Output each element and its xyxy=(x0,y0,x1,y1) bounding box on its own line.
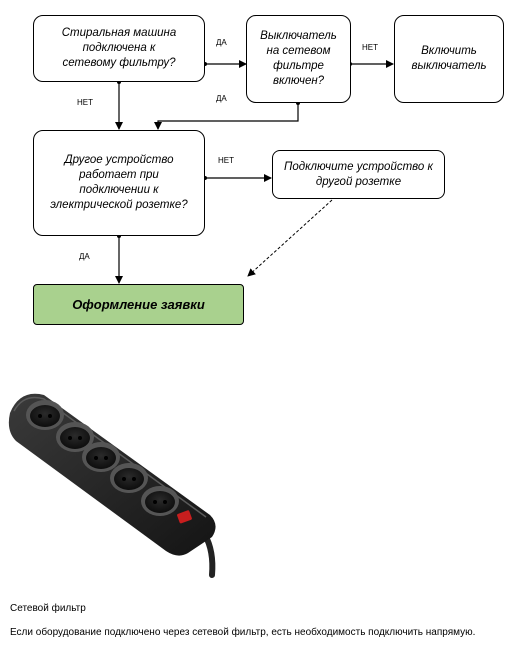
caption-title: Сетевой фильтр xyxy=(10,603,86,614)
node-use-other-outlet: Подключите устройство к другой розетке xyxy=(272,150,445,199)
node-switch-text: Включить выключатель xyxy=(411,45,487,72)
label-q3-yes: ДА xyxy=(79,252,90,261)
power-switch-icon xyxy=(177,510,192,524)
socket-3 xyxy=(82,442,120,472)
node-q1-text: Стиральная машина подключена к сетевому … xyxy=(61,27,177,69)
node-result-text: Оформление заявки xyxy=(72,297,205,312)
label-q1-no: НЕТ xyxy=(77,98,93,107)
socket-5 xyxy=(141,486,179,516)
label-q2-yes: ДА xyxy=(216,94,227,103)
power-strip-image xyxy=(8,393,216,578)
socket-4 xyxy=(110,463,148,493)
node-q2-switch-on: Выключатель на сетевом фильтре включен? xyxy=(246,15,351,103)
node-q2-text: Выключатель на сетевом фильтре включен? xyxy=(260,30,337,87)
node-q1-connected-to-filter: Стиральная машина подключена к сетевому … xyxy=(33,15,205,82)
label-q1-yes: ДА xyxy=(216,38,227,47)
node-q3-other-device-works: Другое устройство работает при подключен… xyxy=(33,130,205,236)
node-submit-request: Оформление заявки xyxy=(33,284,244,325)
label-q3-no: НЕТ xyxy=(218,156,234,165)
label-q2-no: НЕТ xyxy=(362,43,378,52)
edge-q2-q3 xyxy=(154,103,299,130)
node-other-text: Подключите устройство к другой розетке xyxy=(284,160,433,188)
edge-other-result xyxy=(247,199,333,277)
node-turn-on-switch: Включить выключатель xyxy=(394,15,504,103)
caption-text: Если оборудование подключено через сетев… xyxy=(10,627,476,638)
socket-2 xyxy=(56,422,94,452)
node-q3-text: Другое устройство работает при подключен… xyxy=(50,154,188,211)
socket-1 xyxy=(26,400,64,430)
